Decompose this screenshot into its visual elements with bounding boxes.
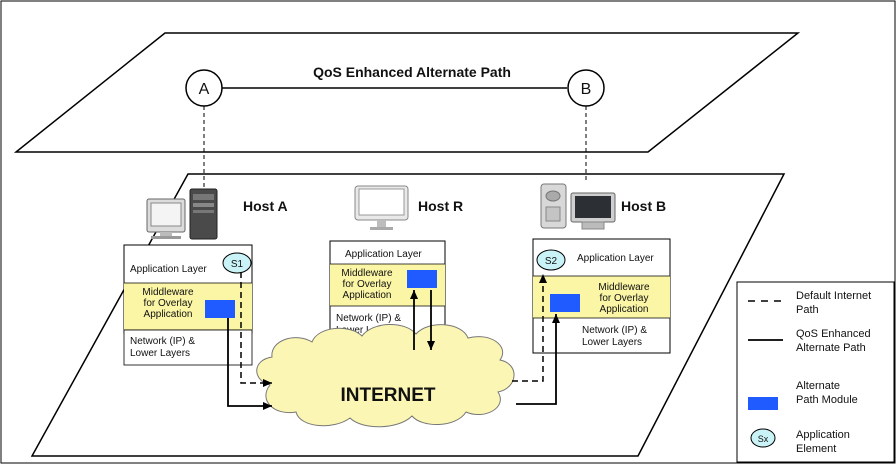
node-a	[185, 69, 223, 107]
svg-text:S1: S1	[231, 259, 244, 270]
svg-text:Network (IP) &: Network (IP) &	[336, 313, 401, 324]
host-a-path-module	[205, 300, 235, 318]
svg-text:QoS Enhanced: QoS Enhanced	[796, 328, 871, 340]
svg-text:Path: Path	[796, 304, 819, 316]
internet-label: INTERNET	[341, 385, 436, 406]
svg-text:Lower Layers: Lower Layers	[130, 348, 190, 359]
host-b-computer-icon	[540, 183, 616, 230]
legend: Default Internet Path QoS Enhanced Alter…	[736, 281, 895, 463]
node-b-label: B	[581, 81, 592, 98]
svg-text:Lower Layers: Lower Layers	[582, 337, 642, 348]
node-a-label: A	[199, 81, 210, 98]
svg-text:Default Internet: Default Internet	[796, 290, 871, 302]
host-a-label: Host A	[243, 198, 288, 214]
svg-text:Alternate Path: Alternate Path	[796, 342, 866, 354]
svg-text:for Overlay: for Overlay	[343, 279, 392, 290]
qos-path-a	[227, 318, 272, 410]
svg-text:S2: S2	[545, 256, 558, 267]
host-b-app-layer: Application Layer	[577, 253, 654, 264]
svg-text:Application: Application	[343, 290, 392, 301]
svg-text:Middleware: Middleware	[142, 287, 194, 298]
legend-module-swatch	[748, 397, 778, 410]
app-element-s1: S1	[222, 252, 252, 274]
svg-text:Middleware: Middleware	[341, 268, 393, 279]
internet-cloud: INTERNET	[256, 323, 515, 428]
host-r-app-layer: Application Layer	[345, 249, 422, 260]
svg-text:Application: Application	[796, 429, 850, 441]
svg-text:Sx: Sx	[758, 434, 769, 444]
host-b-path-module	[550, 294, 580, 312]
qos-path-b	[516, 314, 560, 405]
host-a-computer-icon	[146, 188, 218, 240]
svg-text:for Overlay: for Overlay	[600, 293, 649, 304]
svg-text:Network (IP) &: Network (IP) &	[582, 325, 647, 336]
host-a-app-layer: Application Layer	[130, 264, 207, 275]
host-r-stack: Application Layer Middleware for Overlay…	[329, 240, 446, 337]
default-path-b	[512, 274, 547, 382]
default-path-a	[240, 272, 272, 387]
svg-text:Application: Application	[600, 304, 649, 315]
overlay-plane	[13, 32, 801, 153]
host-r-label: Host R	[418, 198, 463, 214]
node-b	[567, 69, 605, 107]
host-r-computer-icon	[354, 185, 409, 230]
host-b-label: Host B	[621, 198, 666, 214]
app-element-s2: S2	[536, 249, 566, 271]
svg-text:Application: Application	[144, 309, 193, 320]
svg-text:Lower Layers: Lower Layers	[336, 325, 396, 336]
host-a-stack: Application Layer Middleware for Overlay…	[123, 244, 253, 366]
svg-text:Middleware: Middleware	[598, 282, 650, 293]
svg-text:Alternate: Alternate	[796, 380, 840, 392]
svg-text:for Overlay: for Overlay	[144, 298, 193, 309]
host-r-path-module	[407, 270, 437, 288]
svg-text:Path Module: Path Module	[796, 394, 858, 406]
svg-text:Element: Element	[796, 443, 836, 455]
overlay-title: QoS Enhanced Alternate Path	[313, 64, 511, 80]
svg-text:Network (IP) &: Network (IP) &	[130, 336, 195, 347]
